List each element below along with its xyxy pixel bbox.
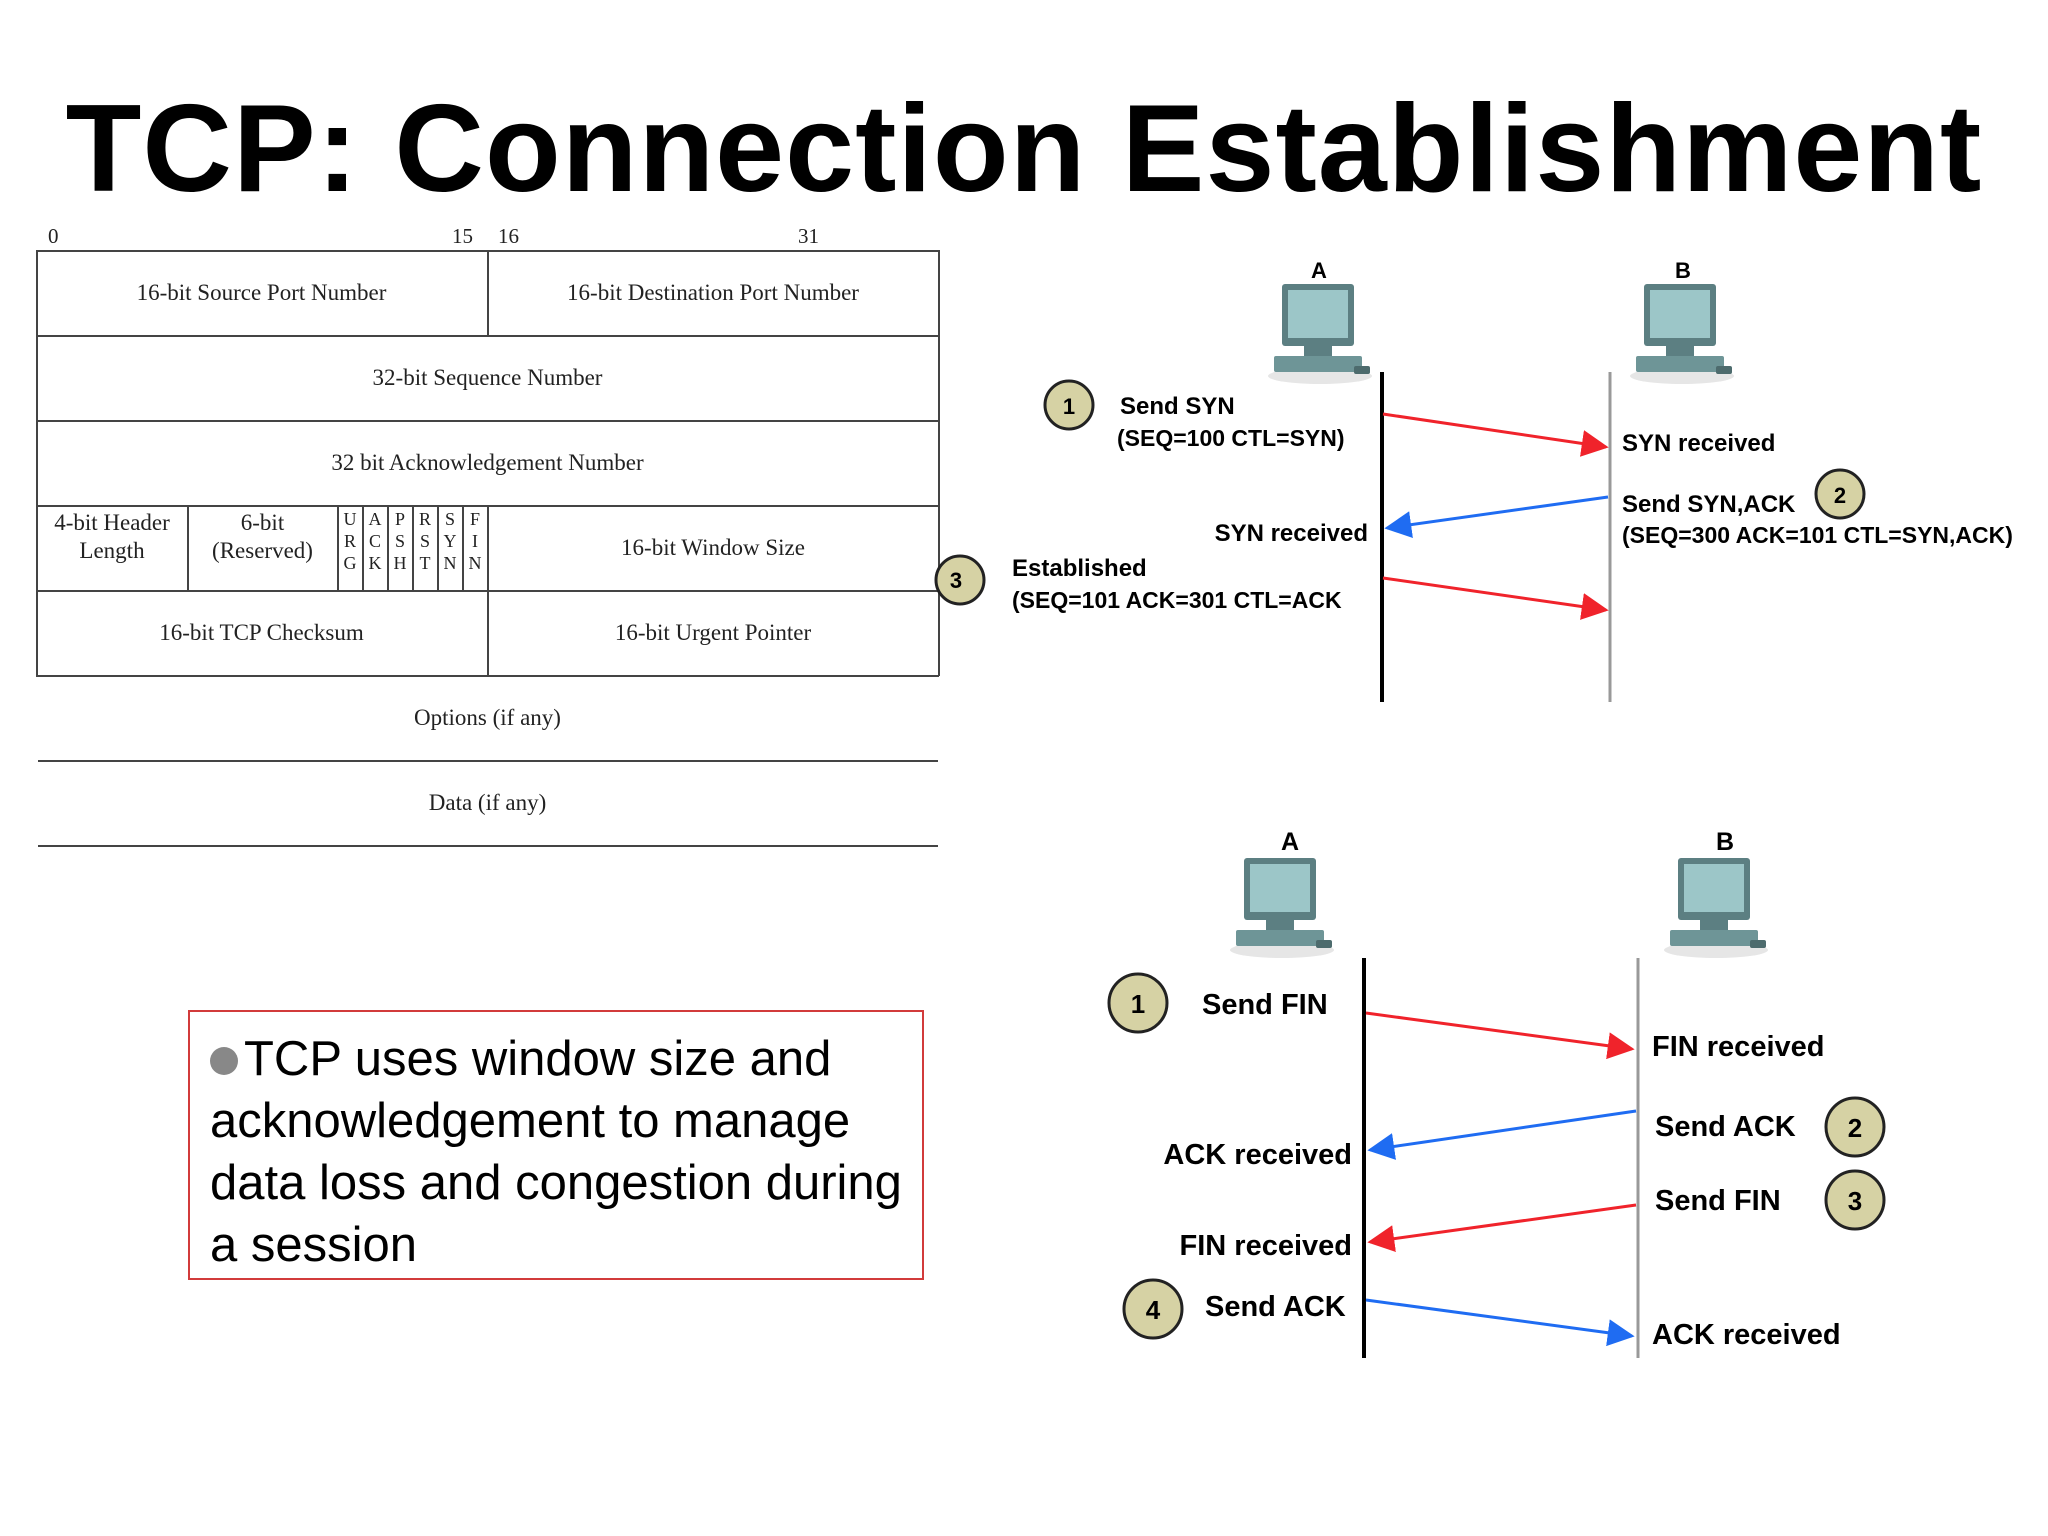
handshake-host-b-label: B xyxy=(1675,258,1691,283)
syn-arrow xyxy=(1382,412,1609,457)
teardown-host-a-label: A xyxy=(1281,828,1299,856)
a-ack-received: ACK received xyxy=(1163,1139,1352,1171)
options-field: Options (if any) xyxy=(414,705,561,730)
send-synack-label: Send SYN,ACK xyxy=(1622,491,1796,518)
header-length-field: 4-bit Header Length xyxy=(54,510,170,563)
send-synack-detail: (SEQ=300 ACK=101 CTL=SYN,ACK) xyxy=(1622,522,2013,548)
fin-arrow-b-to-a xyxy=(1367,1203,1637,1253)
col-line xyxy=(187,505,189,591)
step-number-t1: 1 xyxy=(1131,989,1145,1019)
handshake-host-a-label: A xyxy=(1311,258,1327,283)
dest-port-field: 16-bit Destination Port Number xyxy=(567,280,859,305)
checksum-field: 16-bit TCP Checksum xyxy=(159,620,364,645)
data-field: Data (if any) xyxy=(428,790,547,815)
note-text: TCP uses window size and acknowledgement… xyxy=(210,1032,902,1272)
computer-b2-icon xyxy=(1664,858,1768,958)
step-number-t4: 4 xyxy=(1146,1295,1161,1325)
computer-b-icon xyxy=(1630,284,1734,384)
computer-a-icon xyxy=(1268,284,1372,384)
row-line xyxy=(36,420,939,422)
step-number-t3: 3 xyxy=(1848,1186,1862,1216)
source-port-field: 16-bit Source Port Number xyxy=(136,280,387,305)
window-size-field: 16-bit Window Size xyxy=(621,535,805,560)
send-ack-label-a: Send ACK xyxy=(1205,1291,1346,1323)
step-number-2: 2 xyxy=(1834,483,1846,508)
col-line xyxy=(36,250,38,676)
col-line xyxy=(462,505,464,591)
bit-label-16: 16 xyxy=(498,224,519,248)
col-line xyxy=(487,505,489,676)
step-number-3: 3 xyxy=(950,568,962,593)
step-number-1: 1 xyxy=(1063,394,1075,419)
a-syn-received: SYN received xyxy=(1215,520,1368,547)
final-ack-arrow xyxy=(1365,1298,1635,1347)
teardown-host-b-label: B xyxy=(1716,828,1734,856)
step-circle-3 xyxy=(934,554,986,606)
b-syn-received: SYN received xyxy=(1622,430,1775,457)
urgent-pointer-field: 16-bit Urgent Pointer xyxy=(614,620,812,645)
fin-arrow xyxy=(1365,1011,1635,1060)
synack-arrow xyxy=(1384,495,1609,538)
step-circle-t3 xyxy=(1824,1169,1886,1231)
step-circle-t1 xyxy=(1107,972,1169,1034)
tcp-header-diagram: 0 15 16 31 16-bit Source Port Number 16-… xyxy=(36,224,940,854)
col-line xyxy=(412,505,414,591)
step-circle-1 xyxy=(1043,379,1095,431)
ack-arrow xyxy=(1382,576,1609,620)
step-circle-t4 xyxy=(1122,1278,1184,1340)
a-fin-received: FIN received xyxy=(1180,1230,1352,1262)
col-line xyxy=(938,250,940,676)
bullet-icon xyxy=(210,1047,238,1075)
ack-arrow-b-to-a xyxy=(1367,1109,1637,1160)
b-ack-received: ACK received xyxy=(1652,1319,1841,1351)
send-syn-detail: (SEQ=100 CTL=SYN) xyxy=(1117,425,1345,451)
col-line xyxy=(337,505,339,591)
sequence-field: 32-bit Sequence Number xyxy=(372,365,603,390)
col-line xyxy=(387,505,389,591)
send-fin-label: Send FIN xyxy=(1202,989,1328,1021)
send-syn-label: Send SYN xyxy=(1120,393,1235,420)
bit-label-0: 0 xyxy=(48,224,59,248)
row-line xyxy=(38,845,938,847)
established-detail: (SEQ=101 ACK=301 CTL=ACK xyxy=(1012,587,1342,613)
reserved-field: 6-bit (Reserved) xyxy=(212,510,313,563)
bit-label-31: 31 xyxy=(798,224,819,248)
step-circle-t2 xyxy=(1824,1096,1886,1158)
b-fin-received: FIN received xyxy=(1652,1031,1824,1063)
col-line xyxy=(437,505,439,591)
page-title: TCP: Connection Establishment xyxy=(65,80,1983,218)
send-ack-label-b: Send ACK xyxy=(1655,1111,1796,1143)
row-line xyxy=(38,760,938,762)
step-number-t2: 2 xyxy=(1848,1113,1862,1143)
col-line xyxy=(487,250,489,336)
ack-number-field: 32 bit Acknowledgement Number xyxy=(331,450,644,475)
send-fin-label-b: Send FIN xyxy=(1655,1185,1781,1217)
established-label: Established xyxy=(1012,555,1147,582)
bit-label-15: 15 xyxy=(452,224,473,248)
computer-a2-icon xyxy=(1230,858,1334,958)
step-circle-2 xyxy=(1814,468,1866,520)
col-line xyxy=(362,505,364,591)
note-box: TCP uses window size and acknowledgement… xyxy=(188,1010,924,1280)
